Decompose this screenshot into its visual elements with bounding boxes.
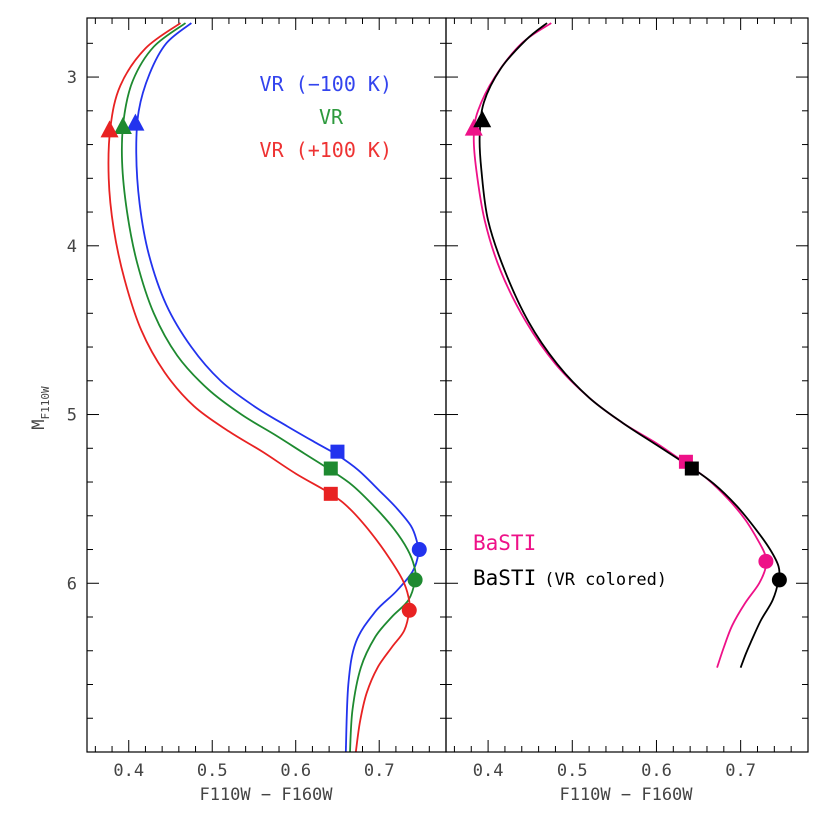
marker-triangle-vr-100-k bbox=[100, 120, 119, 138]
left-panel: 0.4 0.5 0.6 0.7 3 4 5 6 bbox=[67, 17, 447, 781]
svg-text:MF110W: MF110W bbox=[29, 386, 52, 430]
right-panel: 0.4 0.5 0.6 0.7 bbox=[445, 17, 809, 781]
legend-entry-basti: BaSTI bbox=[473, 531, 536, 555]
y-tick-label: 5 bbox=[67, 406, 77, 426]
marker-square-vr-100-k bbox=[323, 486, 338, 501]
y-tick-label: 3 bbox=[67, 68, 77, 88]
series-group bbox=[107, 22, 420, 752]
x-axis-label-right: F110W − F160W bbox=[559, 785, 693, 805]
marker-circle-basti bbox=[758, 553, 774, 569]
marker-square-vr bbox=[323, 461, 338, 476]
x-tick-label: 0.7 bbox=[364, 761, 395, 781]
y-tick-label: 4 bbox=[67, 237, 77, 257]
marker-triangle-vr-100-k bbox=[126, 113, 145, 131]
x-axis-label-left: F110W − F160W bbox=[199, 785, 333, 805]
y-axis-label: MF110W bbox=[29, 386, 52, 430]
series-line-vr-100-k bbox=[107, 22, 411, 752]
legend-entry-vr: VR bbox=[319, 105, 344, 129]
marker-triangle-vr bbox=[113, 116, 132, 134]
series-line-basti bbox=[472, 22, 768, 668]
legend-entry-vr-minus-100k: VR (−100 K) bbox=[260, 72, 392, 96]
plot-frame bbox=[445, 17, 809, 753]
y-axis-label-main: M bbox=[29, 419, 49, 429]
legend-right: BaSTI BaSTI (VR colored) bbox=[473, 531, 667, 590]
marker-circle-vr bbox=[407, 572, 423, 588]
marker-circle-basti-vr-colored bbox=[771, 572, 787, 588]
legend-entry-vr-plus-100k: VR (+100 K) bbox=[260, 138, 392, 162]
x-tick-label: 0.6 bbox=[280, 761, 311, 781]
legend-entry-basti-vr-colored-main: BaSTI bbox=[473, 566, 536, 590]
y-tick-label: 6 bbox=[67, 574, 77, 594]
series-line-vr-100-k bbox=[135, 22, 420, 752]
x-tick-label: 0.4 bbox=[473, 761, 504, 781]
legend-entry-basti-vr-colored: BaSTI (VR colored) bbox=[473, 566, 667, 590]
marker-square-vr-100-k bbox=[330, 444, 345, 459]
series-line-vr bbox=[120, 22, 417, 752]
marker-circle-vr-100-k bbox=[411, 542, 427, 558]
series-line-basti-vr-colored bbox=[478, 22, 781, 668]
marker-triangle-basti-vr-colored bbox=[473, 110, 492, 128]
legend-left: VR (−100 K) VR VR (+100 K) bbox=[260, 72, 392, 162]
x-tick-label: 0.7 bbox=[725, 761, 756, 781]
marker-circle-vr-100-k bbox=[401, 602, 417, 618]
legend-entry-basti-vr-colored-suffix: (VR colored) bbox=[544, 570, 667, 590]
marker-square-basti-vr-colored bbox=[684, 461, 699, 476]
x-tick-label: 0.6 bbox=[641, 761, 672, 781]
x-tick-label: 0.4 bbox=[113, 761, 144, 781]
series-group bbox=[472, 22, 781, 668]
x-tick-label: 0.5 bbox=[557, 761, 588, 781]
x-tick-label: 0.5 bbox=[197, 761, 228, 781]
y-axis-label-sub: F110W bbox=[39, 386, 52, 419]
